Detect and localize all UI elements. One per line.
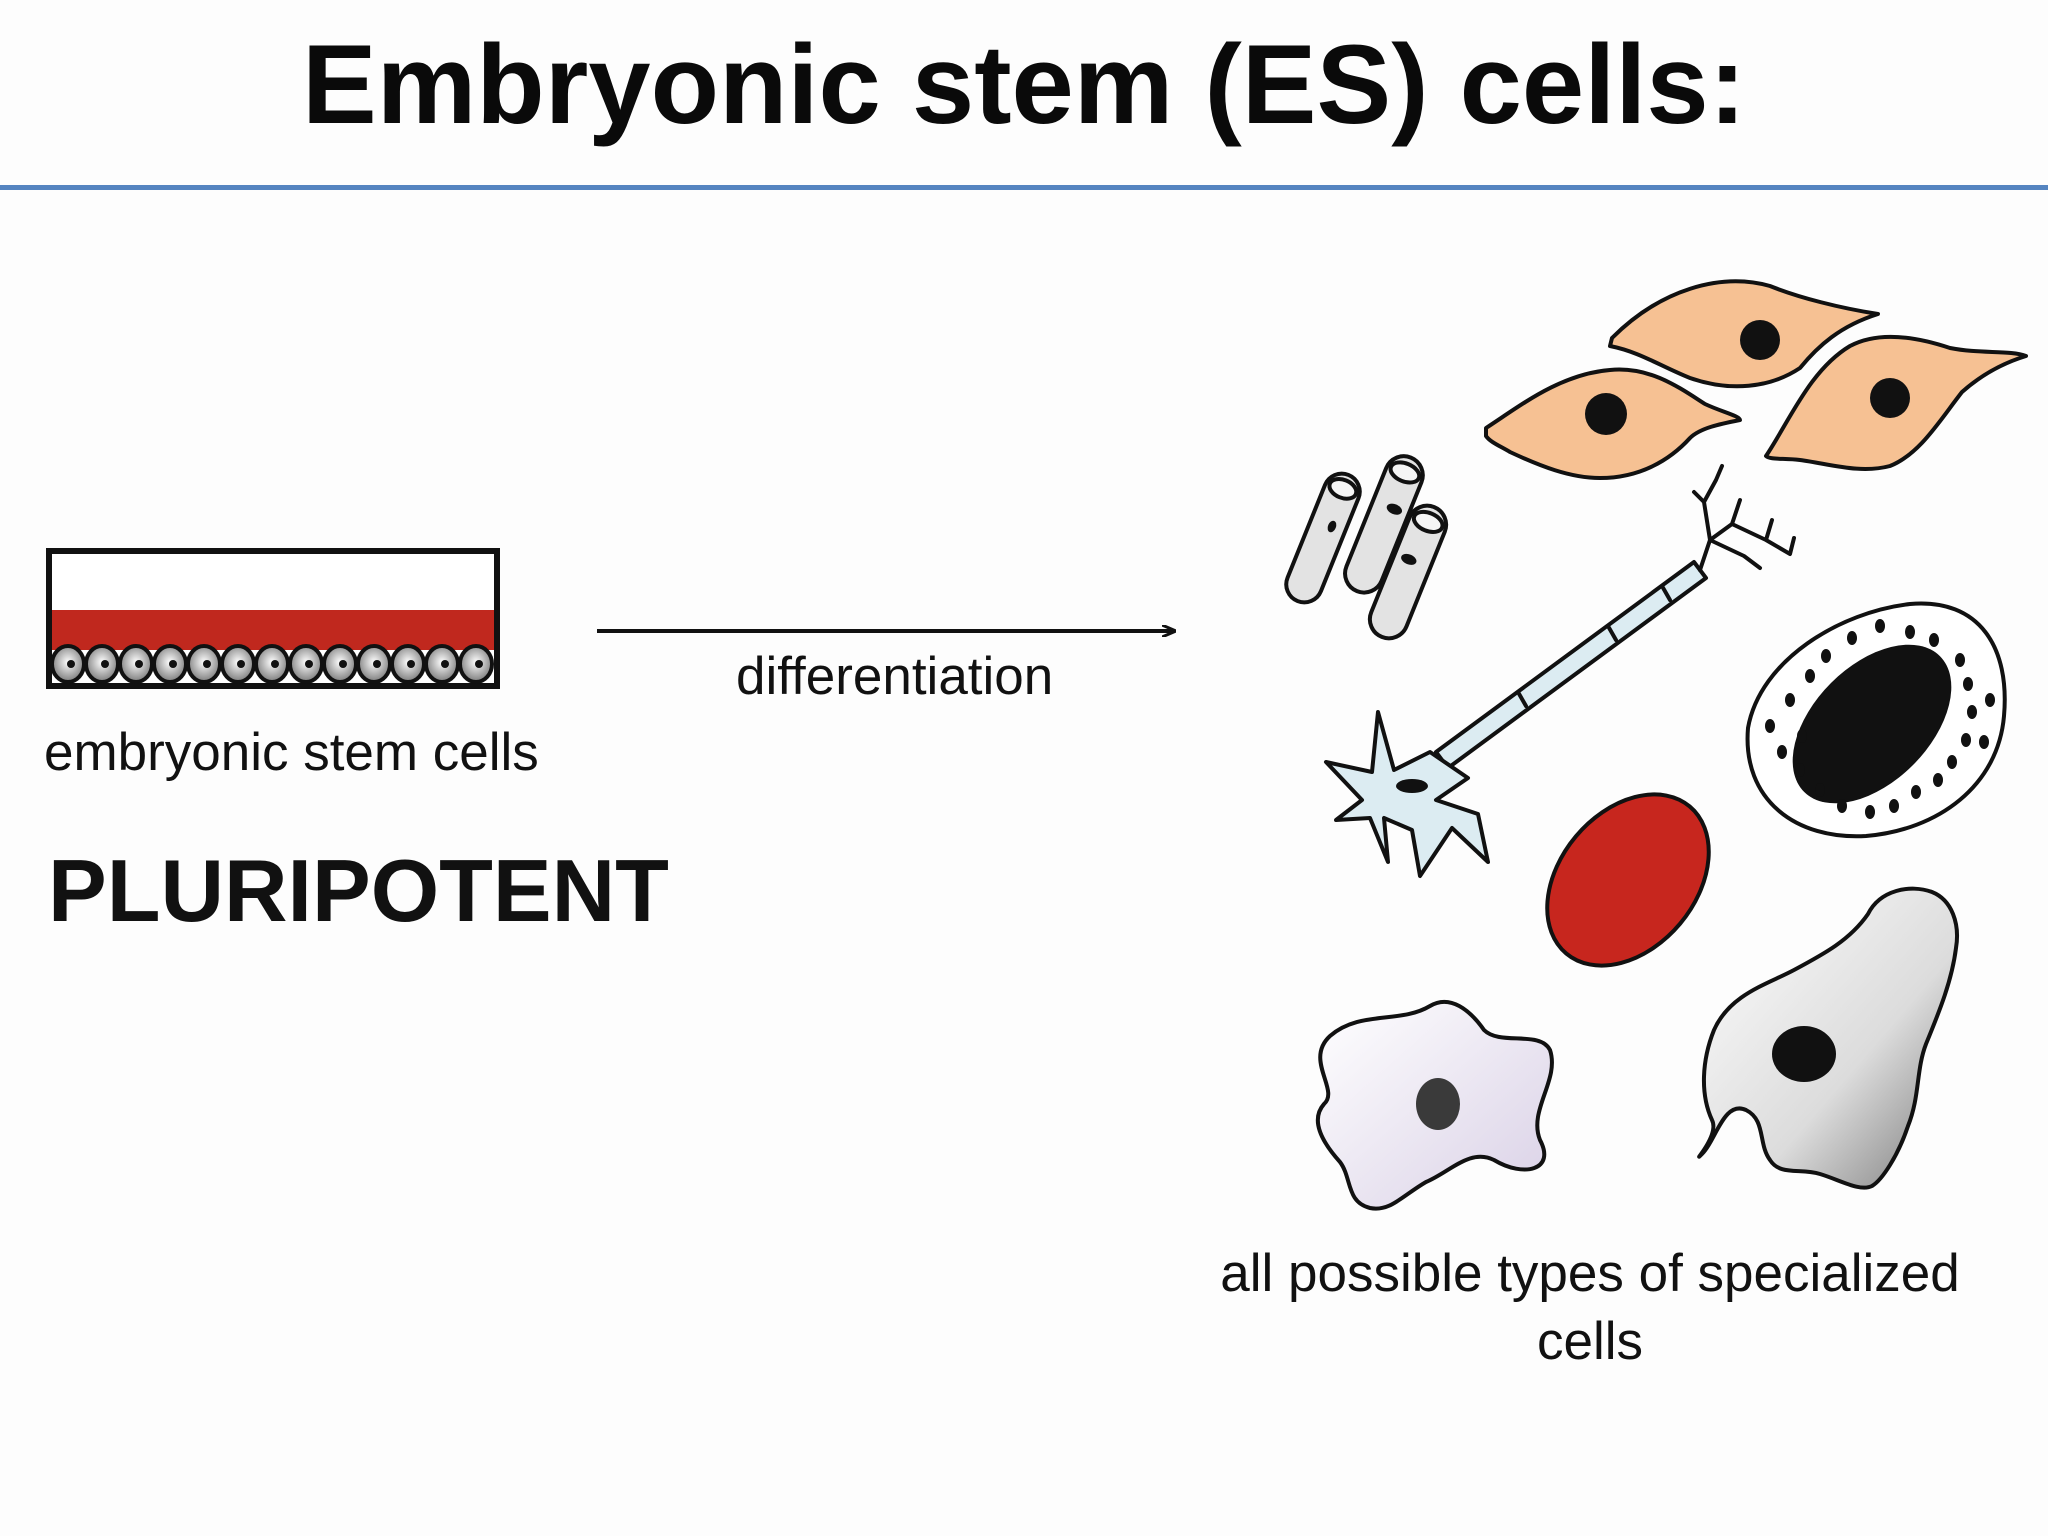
granule	[1905, 625, 1915, 639]
granule	[1967, 705, 1977, 719]
secretory-granules	[1765, 619, 1995, 819]
granule	[1955, 653, 1965, 667]
secretory-cell	[1745, 601, 2007, 839]
embryonic-stem-cells-label: embryonic stem cells	[44, 723, 539, 782]
muscle-fiber	[1343, 454, 1425, 595]
pluripotent-label: PLURIPOTENT	[48, 841, 669, 940]
macrophage-cell	[1315, 999, 1554, 1211]
granule	[1933, 773, 1943, 787]
muscle-fiber	[1367, 503, 1449, 641]
granule	[1765, 719, 1775, 733]
granule	[1815, 783, 1825, 797]
granule	[1785, 693, 1795, 707]
es-cell-layer	[50, 644, 494, 684]
slide-title: Embryonic stem (ES) cells:	[301, 22, 1747, 147]
nucleus	[1416, 1078, 1460, 1130]
muscle-fiber	[1284, 471, 1362, 605]
granule	[1875, 619, 1885, 633]
granule	[1795, 763, 1805, 777]
granule	[1889, 799, 1899, 813]
nucleus	[1772, 1026, 1836, 1082]
granule	[1837, 799, 1847, 813]
culture-medium	[52, 610, 494, 650]
irregular-cell	[1697, 886, 1959, 1190]
nucleus	[1870, 378, 1910, 418]
granule	[1821, 649, 1831, 663]
granule	[1911, 785, 1921, 799]
red-blood-cell	[1545, 792, 1711, 968]
nucleus	[1585, 393, 1627, 435]
neuron-dendrites	[1692, 464, 1796, 572]
granule	[1865, 805, 1875, 819]
granule	[1985, 693, 1995, 707]
culture-dish	[46, 548, 500, 689]
specialized-cells-label: all possible types of specialized cells	[1220, 1244, 1960, 1371]
granule	[1929, 633, 1939, 647]
granule	[1979, 735, 1989, 749]
granule	[1797, 729, 1807, 743]
granule	[1805, 669, 1815, 683]
granule	[1947, 755, 1957, 769]
nucleus	[1396, 779, 1428, 793]
granule	[1961, 733, 1971, 747]
fibroblast-cells	[1484, 279, 2028, 480]
neuron-cell	[1324, 464, 1796, 878]
nucleus	[1740, 320, 1780, 360]
granule	[1777, 745, 1787, 759]
muscle-fibers	[1284, 454, 1449, 641]
granule	[1963, 677, 1973, 691]
neuron-body	[1324, 710, 1490, 878]
title-divider	[0, 185, 2048, 190]
differentiation-label: differentiation	[736, 647, 1054, 706]
granule	[1847, 631, 1857, 645]
